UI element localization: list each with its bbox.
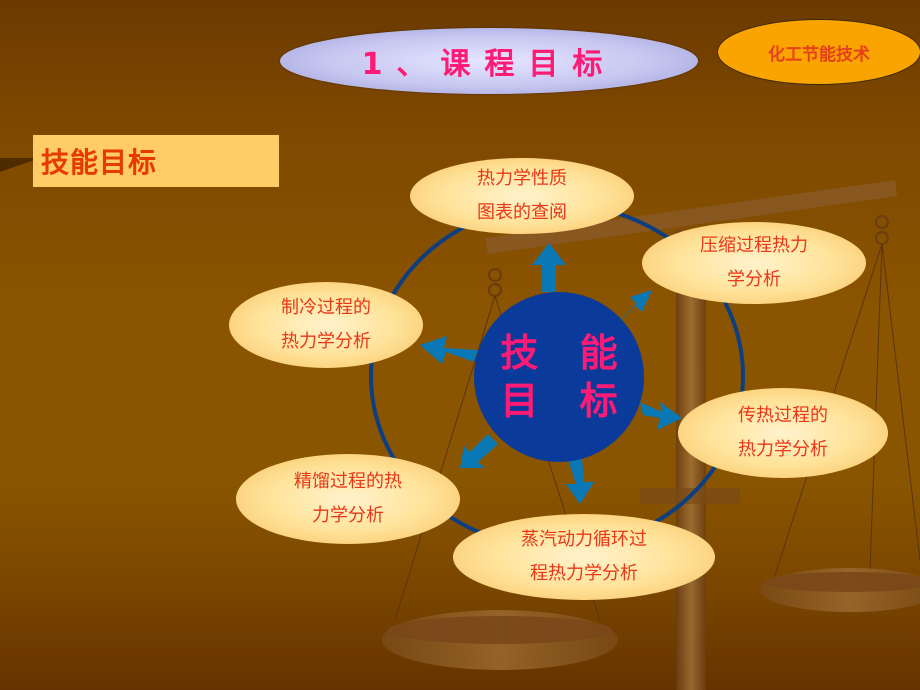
node-compression: 压缩过程热力 学分析: [642, 222, 866, 304]
node-label-line1: 热力学性质: [477, 168, 567, 189]
node-label-line2: 热力学分析: [281, 331, 371, 352]
section-label-shadow: [0, 158, 40, 172]
node-label-line1: 压缩过程热力: [700, 235, 808, 256]
section-label-box: 技能目标: [33, 135, 279, 187]
node-property-charts: 热力学性质 图表的查阅: [410, 158, 634, 234]
node-label-line1: 传热过程的: [738, 405, 828, 426]
node-label-line1: 制冷过程的: [281, 297, 371, 318]
node-label-line1: 蒸汽动力循环过: [521, 529, 647, 550]
node-label-line2: 图表的查阅: [477, 202, 567, 223]
course-badge: 化工节能技术: [717, 19, 920, 85]
section-label: 技能目标: [41, 146, 158, 179]
node-distillation: 精馏过程的热 力学分析: [236, 454, 460, 544]
course-badge-label: 化工节能技术: [768, 44, 870, 65]
center-hub: 技 能 目 标: [474, 292, 644, 462]
node-heat-transfer: 传热过程的 热力学分析: [678, 388, 888, 478]
node-label-line2: 热力学分析: [738, 439, 828, 460]
node-label-line2: 程热力学分析: [530, 563, 638, 584]
center-label-line1: 技 能: [500, 331, 632, 375]
slide-title-banner: 1、课程目标: [280, 28, 698, 94]
node-label-line1: 精馏过程的热: [294, 471, 402, 492]
node-label-line2: 学分析: [727, 269, 781, 290]
center-label-line2: 目 标: [500, 379, 632, 423]
slide-title: 1、课程目标: [361, 47, 617, 82]
node-refrigeration: 制冷过程的 热力学分析: [229, 282, 423, 368]
node-label-line2: 力学分析: [312, 505, 384, 526]
node-steam-power: 蒸汽动力循环过 程热力学分析: [453, 514, 715, 600]
